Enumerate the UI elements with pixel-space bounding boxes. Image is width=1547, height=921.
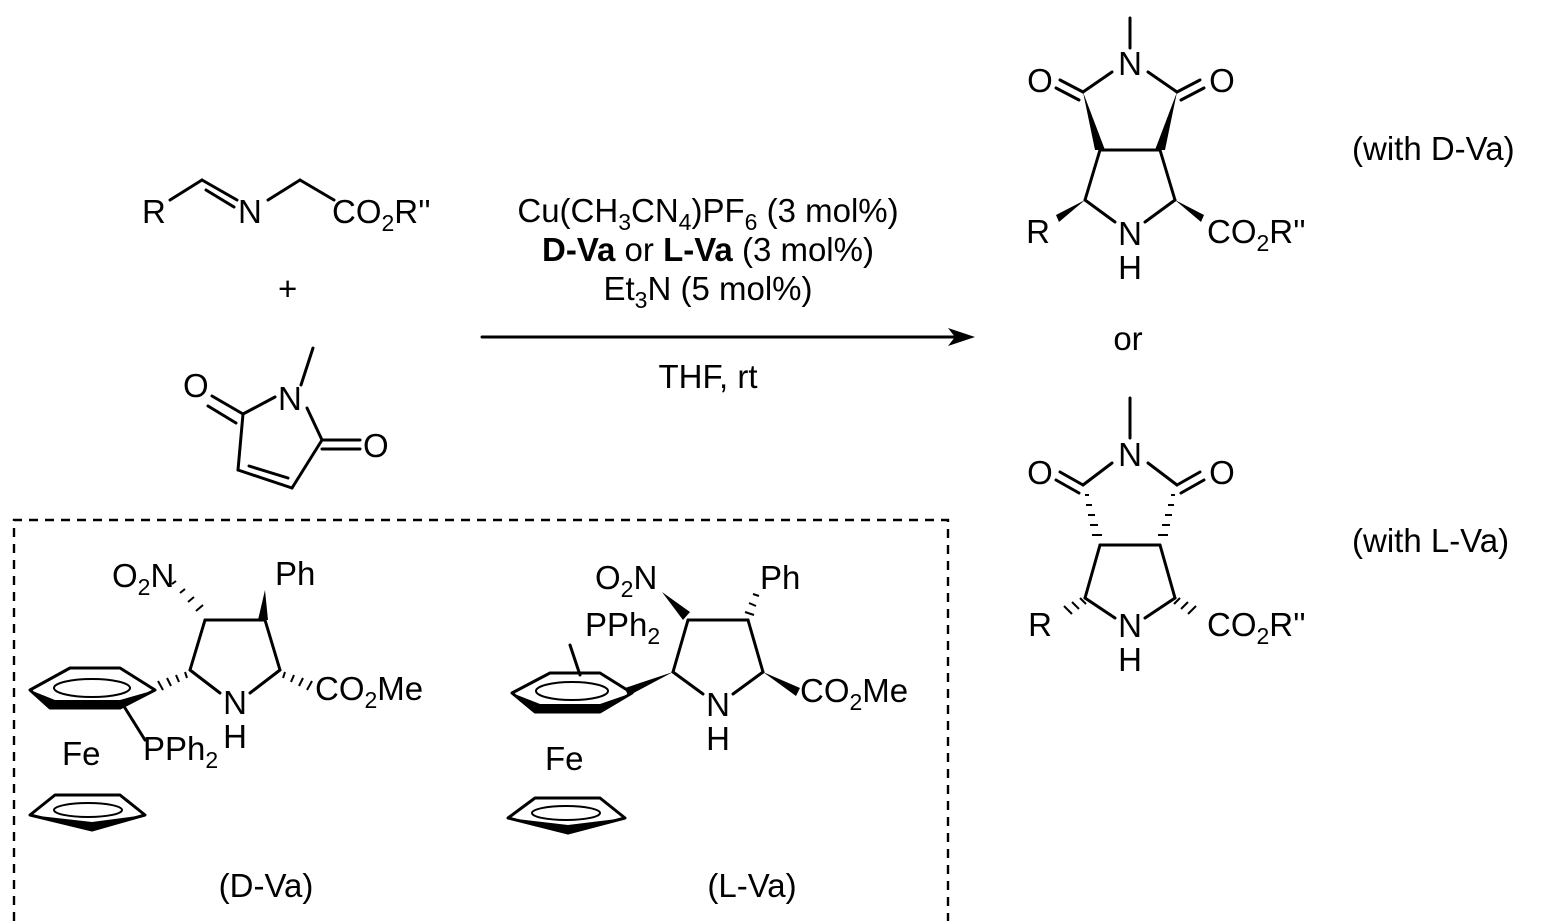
products-or-label: or xyxy=(1113,320,1142,357)
d-va-fe-label: Fe xyxy=(62,735,101,772)
maleimide-reactant: N O O xyxy=(183,348,389,488)
imine-ester-label: CO2R'' xyxy=(332,193,431,236)
imine-r-label: R xyxy=(142,193,166,230)
d-va-nh-n: N xyxy=(223,684,247,721)
product-bottom-ester-label: CO2R'' xyxy=(1207,606,1306,649)
product-top-o-right: O xyxy=(1209,62,1235,99)
l-va-pph2-label: PPh2 xyxy=(585,606,660,649)
plus-sign: + xyxy=(278,270,297,307)
l-va-fe-label: Fe xyxy=(545,740,584,777)
l-va-caption: (L-Va) xyxy=(707,867,796,904)
product-top-n-label: N xyxy=(1118,45,1142,82)
ligand-label: D-Va or L-Va (3 mol%) xyxy=(542,231,874,268)
base-label: Et3N (5 mol%) xyxy=(603,270,812,313)
d-va-pph2-label: PPh2 xyxy=(143,730,218,773)
l-va-nh-h: H xyxy=(706,720,730,757)
product-bottom-nh-n: N xyxy=(1118,607,1142,644)
d-va-ester-label: CO2Me xyxy=(315,670,423,713)
solvent-label: THF, rt xyxy=(659,358,758,395)
product-bottom-nh-h: H xyxy=(1118,641,1142,678)
maleimide-n-label: N xyxy=(278,380,302,417)
product-bottom: N O O N H R xyxy=(1027,398,1306,678)
product-bottom-o-left: O xyxy=(1027,454,1053,491)
d-va-ph-label: Ph xyxy=(275,555,315,592)
product-top-ester-label: CO2R'' xyxy=(1207,213,1306,256)
l-va-ester-label: CO2Me xyxy=(800,672,908,715)
product-top-r-label: R xyxy=(1026,213,1050,250)
imine-n-label: N xyxy=(238,193,262,230)
ligand-d-va: O2N Ph N H CO2Me PPh2 xyxy=(30,555,423,904)
product-bottom-note: (with L-Va) xyxy=(1352,522,1509,559)
product-top-o-left: O xyxy=(1027,62,1053,99)
ligand-l-va: O2N Ph N H CO2Me PPh2 Fe (L-Va) xyxy=(508,559,908,904)
d-va-o2n-label: O2N xyxy=(112,557,174,600)
product-bottom-o-right: O xyxy=(1209,454,1235,491)
catalyst-label: Cu(CH3CN4)PF6 (3 mol%) xyxy=(517,192,898,235)
product-top-note: (with D-Va) xyxy=(1352,130,1515,167)
l-va-nh-n: N xyxy=(706,686,730,723)
product-top: N O O N H R CO2R'' xyxy=(1026,18,1306,286)
l-va-o2n-label: O2N xyxy=(595,559,657,602)
reaction-conditions: Cu(CH3CN4)PF6 (3 mol%) D-Va or L-Va (3 m… xyxy=(482,192,975,395)
d-va-nh-h: H xyxy=(223,718,247,755)
product-top-nh-n: N xyxy=(1118,215,1142,252)
product-top-nh-h: H xyxy=(1118,249,1142,286)
product-bottom-n-label: N xyxy=(1118,436,1142,473)
maleimide-o-left-label: O xyxy=(183,367,209,404)
d-va-caption: (D-Va) xyxy=(219,867,314,904)
l-va-ph-label: Ph xyxy=(760,559,800,596)
imine-reactant: R N CO2R'' xyxy=(142,180,431,236)
product-bottom-r-label: R xyxy=(1028,606,1052,643)
maleimide-o-right-label: O xyxy=(363,427,389,464)
